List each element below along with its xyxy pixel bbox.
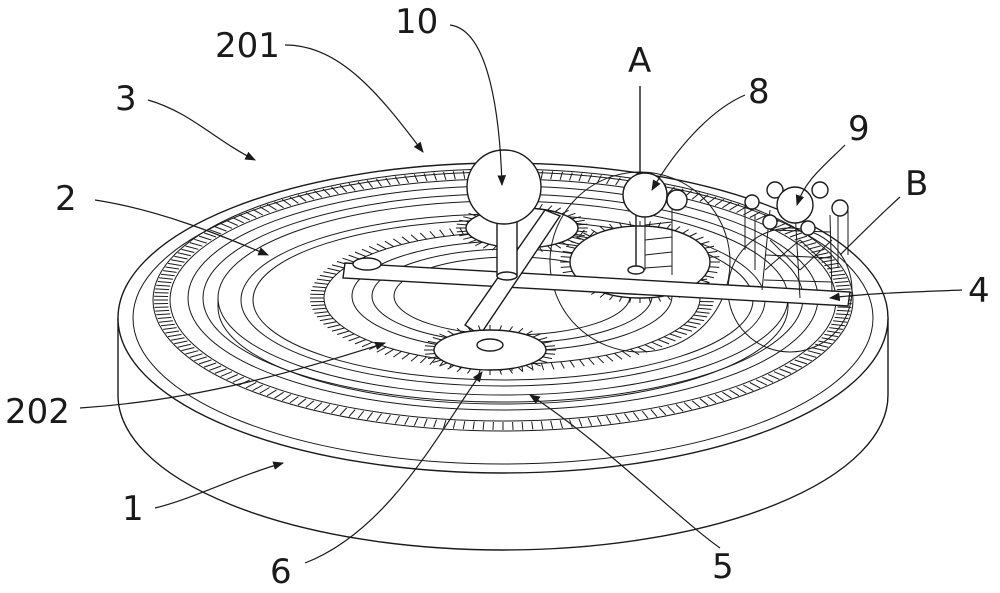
label-6: 6 <box>270 552 292 592</box>
label-202: 202 <box>5 392 70 432</box>
smallTeeth-ticks <box>424 325 556 375</box>
small-gear <box>424 325 556 375</box>
label-2: 2 <box>55 179 77 219</box>
label-4: 4 <box>968 271 990 311</box>
label-3: 3 <box>115 79 137 119</box>
label-5: 5 <box>712 547 734 587</box>
label-9: 9 <box>848 109 870 149</box>
reference-labels: 3 201 10 A 8 9 B 4 2 202 5 6 1 <box>5 2 990 592</box>
label-B: B <box>905 164 928 204</box>
label-201: 201 <box>215 26 280 66</box>
central-sphere-post <box>466 149 542 281</box>
leader-lines <box>79 24 963 564</box>
label-8: 8 <box>748 72 770 112</box>
label-A: A <box>628 41 651 81</box>
label-1: 1 <box>122 489 144 529</box>
label-10: 10 <box>395 2 438 42</box>
